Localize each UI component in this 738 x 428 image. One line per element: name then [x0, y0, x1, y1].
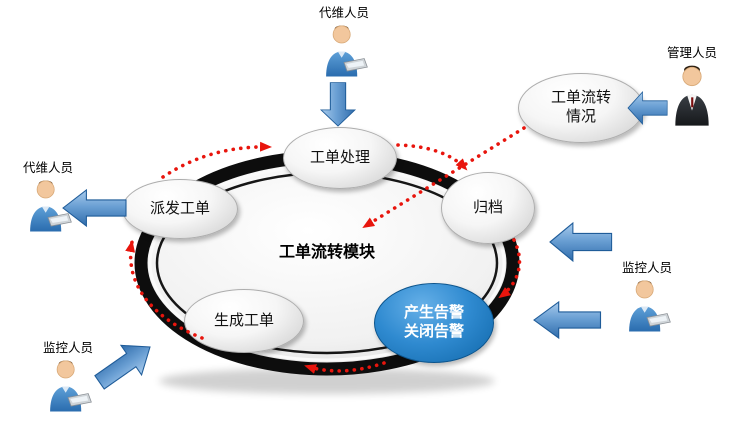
center-module-label: 工单流转模块 — [278, 244, 375, 261]
node-label: 工单处理 — [309, 148, 370, 166]
person-icon — [30, 180, 72, 232]
actor-maintenance-top: 代维人员 — [298, 2, 390, 78]
flow-arc-dispatch-to-process — [161, 141, 272, 179]
actor-monitor-right: 监控人员 — [601, 257, 693, 333]
ring-shadow — [159, 368, 495, 394]
node-archive: 归档 — [441, 172, 535, 244]
node-label: 派发工单 — [149, 199, 210, 217]
block-arrow-top-down — [320, 82, 356, 127]
block-arrow-monitor-right — [549, 222, 613, 262]
person-icon — [629, 280, 671, 332]
node-alarm: 产生告警 关闭告警 — [374, 283, 494, 363]
person-icon — [50, 360, 92, 412]
node-label-line2: 情况 — [565, 108, 596, 125]
actor-label: 监控人员 — [621, 261, 672, 275]
node-flow-status: 工单流转 情况 — [518, 73, 644, 143]
manager-icon — [675, 65, 709, 126]
node-label-line2: 关闭告警 — [403, 323, 464, 340]
node-label-line1: 工单流转 — [550, 89, 611, 107]
actor-maintenance-left: 代维人员 — [2, 157, 94, 233]
node-label-line1: 产生告警 — [403, 304, 464, 322]
actor-label: 代维人员 — [22, 161, 73, 175]
node-label: 生成工单 — [213, 311, 274, 329]
node-label: 归档 — [472, 198, 503, 216]
flow-arc-process-to-archive — [396, 143, 468, 171]
flow-arc-alarm-to-generate — [304, 361, 386, 374]
node-work-order-processing: 工单处理 — [283, 127, 397, 189]
block-arrow-monitor-lower — [533, 301, 602, 339]
actor-label: 管理人员 — [666, 46, 717, 60]
actor-label: 监控人员 — [42, 341, 93, 355]
node-generate-work-order: 生成工单 — [184, 289, 304, 353]
actor-label: 代维人员 — [318, 6, 369, 20]
flow-arc-archive-to-alarm — [498, 238, 522, 299]
person-icon — [326, 25, 368, 77]
actor-manager: 管理人员 — [646, 42, 738, 126]
node-dispatch-work-order: 派发工单 — [122, 179, 238, 239]
actor-monitor-bottom-left: 监控人员 — [22, 337, 114, 413]
